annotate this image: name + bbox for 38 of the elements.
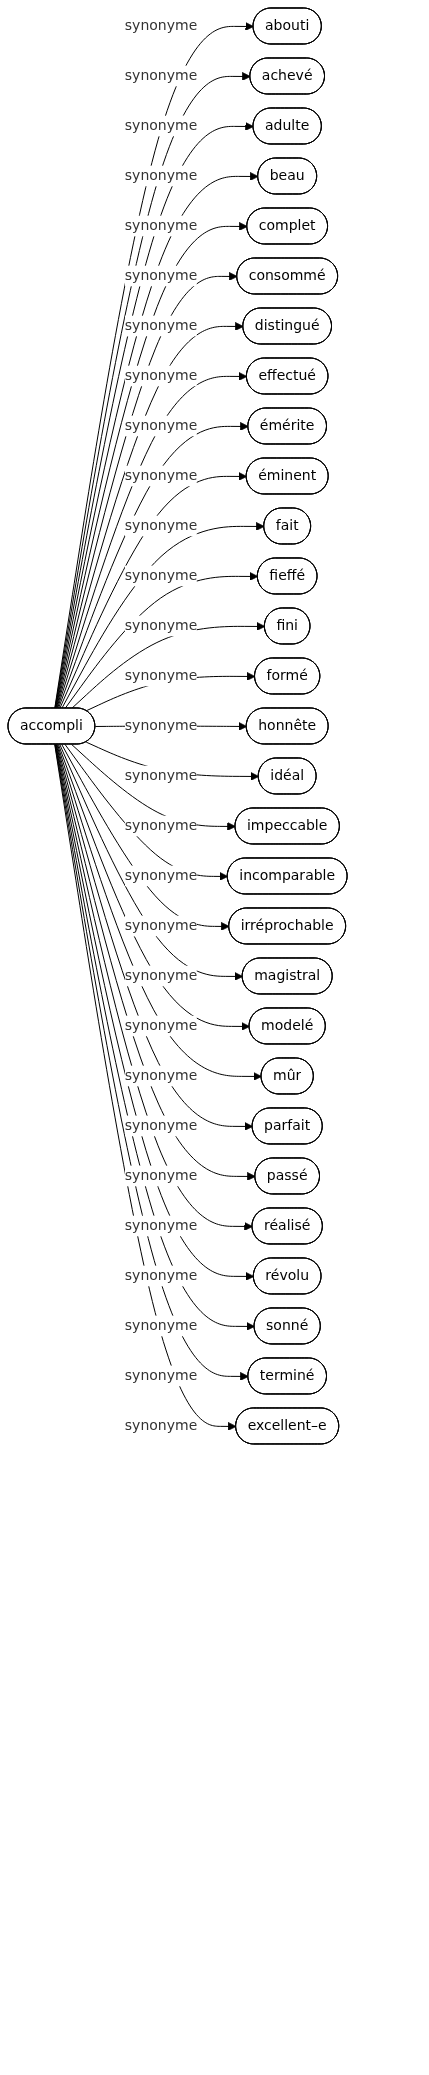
arrow — [59, 472, 248, 709]
edge-label: synonyme — [124, 1067, 198, 1084]
edge-label: synonyme — [124, 417, 198, 434]
edge-label: synonyme — [124, 867, 198, 884]
edge-label: synonyme — [124, 67, 198, 84]
edge-label: synonyme — [124, 1017, 198, 1034]
edge-label: synonyme — [124, 117, 198, 134]
edge-label: synonyme — [124, 367, 198, 384]
edge-label: synonyme — [124, 517, 198, 534]
edge-label: synonyme — [124, 167, 198, 184]
edge-label: synonyme — [124, 317, 198, 334]
edge-label: synonyme — [124, 567, 198, 584]
edge-label: synonyme — [124, 217, 198, 234]
edge-label: synonyme — [124, 817, 198, 834]
edge-label: synonyme — [124, 1117, 198, 1134]
edge-label: synonyme — [124, 917, 198, 934]
edge-label: synonyme — [124, 617, 198, 634]
edge-label: synonyme — [124, 967, 198, 984]
edge-label: synonyme — [124, 1267, 198, 1284]
edge-label: synonyme — [124, 667, 198, 684]
arrow — [61, 744, 230, 931]
arrow — [61, 522, 265, 709]
edge-label: synonyme — [124, 467, 198, 484]
edge-label: synonyme — [124, 1367, 198, 1384]
edge-label: synonyme — [124, 1217, 198, 1234]
arrow — [71, 744, 236, 831]
arrow — [59, 744, 244, 981]
edge-label: synonyme — [124, 1417, 198, 1434]
arrow — [57, 744, 262, 1081]
arrow — [71, 622, 266, 709]
arrow — [64, 744, 229, 881]
edge-label: synonyme — [124, 717, 198, 734]
edge-label: synonyme — [124, 767, 198, 784]
arrow — [64, 572, 259, 709]
edge-label: synonyme — [124, 17, 198, 34]
edge-label: synonyme — [124, 1167, 198, 1184]
edge-label: synonyme — [124, 267, 198, 284]
edge-label: synonyme — [124, 1317, 198, 1334]
